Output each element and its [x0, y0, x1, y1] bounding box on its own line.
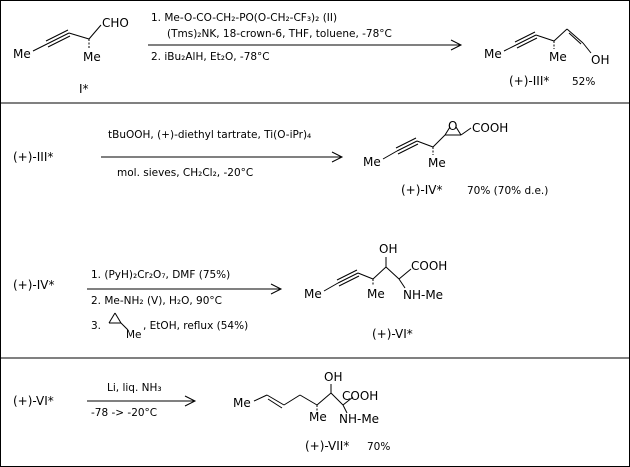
step1-condition-2: (Tms)₂NK, 18-crown-6, THF, toluene, -78°… — [167, 28, 392, 40]
step1-condition-1: 1. Me-O-CO-CH₂-PO(O-CH₂-CF₃)₂ (II) — [151, 12, 337, 24]
compound-VII-structure: Me Me OH COOH NH-Me — [233, 370, 379, 426]
aldehyde-label: CHO — [102, 16, 129, 30]
alkyne-methyl-label: Me — [13, 47, 31, 61]
alkyne-methyl-label: Me — [363, 155, 381, 169]
side-methyl-label: Me — [367, 287, 385, 301]
step4-arrowhead — [184, 395, 197, 407]
methylamino-label: NH-Me — [403, 288, 443, 302]
hydroxyl-label: OH — [324, 370, 342, 384]
compound-VII-label: (+)-VII* — [305, 439, 349, 453]
carboxylic-acid-label: COOH — [472, 121, 508, 135]
compound-VI-label: (+)-VI* — [372, 327, 413, 341]
step2-condition-1: tBuOOH, (+)-diethyl tartrate, Ti(O-iPr)₄ — [108, 129, 311, 141]
methylamino-label: NH-Me — [339, 412, 379, 426]
carboxylic-acid-label: COOH — [411, 259, 447, 273]
step3-arrowhead — [270, 283, 283, 295]
methyloxirane-methyl-label: Me — [126, 329, 142, 341]
step4-condition-2: -78 -> -20°C — [91, 407, 157, 419]
compound-III-label: (+)-III* — [509, 74, 549, 88]
step2-condition-2: mol. sieves, CH₂Cl₂, -20°C — [117, 167, 253, 179]
hydroxyl-label: OH — [379, 242, 397, 256]
step1-condition-3: 2. iBu₂AlH, Et₂O, -78°C — [151, 51, 270, 63]
step2-reactant-label: (+)-III* — [13, 150, 53, 164]
step3-condition-1: 1. (PyH)₂Cr₂O₇, DMF (75%) — [91, 269, 230, 281]
step4-reactant-label: (+)-VI* — [13, 394, 54, 408]
compound-I-label: I* — [79, 82, 89, 96]
alkyne-methyl-label: Me — [304, 287, 322, 301]
step2-arrowhead — [331, 151, 344, 163]
compound-III-structure: Me Me OH — [484, 28, 609, 67]
side-methyl-label: Me — [83, 50, 101, 64]
step4-yield: 70% — [367, 441, 390, 453]
carboxylic-acid-label: COOH — [342, 389, 378, 403]
side-methyl-label: Me — [549, 50, 567, 64]
compound-IV-label: (+)-IV* — [401, 183, 443, 197]
methyloxirane-icon — [108, 312, 129, 331]
hydroxyl-label: OH — [591, 53, 609, 67]
step1-arrowhead — [450, 39, 463, 51]
compound-IV-structure: Me Me O COOH — [363, 119, 508, 170]
epoxide-oxygen-label: O — [448, 119, 457, 133]
step4-condition-1: Li, liq. NH₃ — [107, 382, 162, 394]
step3-reactant-label: (+)-IV* — [13, 278, 55, 292]
step2-yield: 70% (70% d.e.) — [467, 185, 548, 197]
step3-condition-3-number: 3. — [91, 320, 101, 332]
alkene-methyl-label: Me — [233, 396, 251, 410]
side-methyl-label: Me — [309, 410, 327, 424]
side-methyl-label: Me — [428, 156, 446, 170]
compound-VI-structure: Me Me OH COOH NH-Me — [304, 242, 447, 302]
step3-condition-2: 2. Me-NH₂ (V), H₂O, 90°C — [91, 295, 222, 307]
alkyne-methyl-label: Me — [484, 47, 502, 61]
step3-condition-3: , EtOH, reflux (54%) — [143, 320, 248, 332]
step1-yield: 52% — [572, 76, 595, 88]
compound-I-structure: Me Me CHO — [13, 16, 129, 64]
